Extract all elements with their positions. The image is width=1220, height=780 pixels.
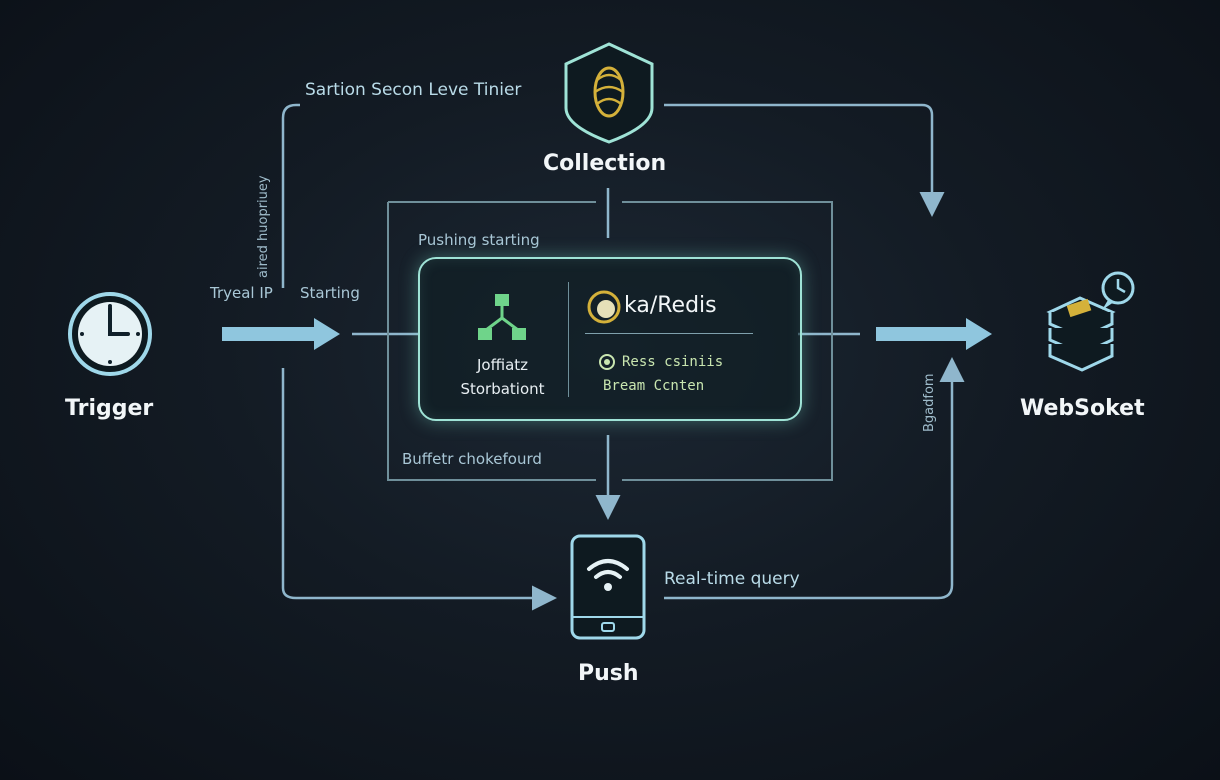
push-query-label: Real-time query xyxy=(664,569,800,589)
core-left-line1: Joffiatz xyxy=(476,356,529,374)
frame-left-label: Starting xyxy=(300,284,360,302)
vault-icon xyxy=(564,42,654,144)
server-stack-icon xyxy=(1046,271,1135,372)
trigger-title: Trigger xyxy=(65,396,154,421)
core-line1: Ress csiniis xyxy=(622,354,724,370)
core-left-line2: Storbationt xyxy=(460,380,545,398)
push-title: Push xyxy=(578,661,639,686)
phone-wifi-icon xyxy=(570,534,646,640)
kafka-logo-icon xyxy=(587,290,621,324)
core-divider xyxy=(568,282,569,397)
collection-top-label: Sartion Secon Leve Tinier xyxy=(305,80,522,100)
trigger-arrow xyxy=(222,318,340,350)
trigger-arrow-label: Tryeal IP xyxy=(210,284,273,302)
collection-title: Collection xyxy=(543,151,667,176)
kafka-redis-title: ka/Redis xyxy=(624,293,717,318)
stream-dot-icon xyxy=(599,354,615,370)
core-line2: Bream Ccnten xyxy=(603,378,705,394)
frame-top-label: Pushing starting xyxy=(418,231,540,249)
kafka-underline xyxy=(585,333,753,334)
frame-bottom-label: Buffetr chokefourd xyxy=(402,450,542,468)
websocket-arrow xyxy=(876,318,992,350)
websocket-title: WebSoket xyxy=(1020,396,1145,421)
trigger-vertical-label: aired huopriuey xyxy=(256,175,271,278)
websocket-vertical-label: Bgadfom xyxy=(922,373,937,432)
node-graph-icon xyxy=(478,294,526,340)
clock-icon xyxy=(68,292,152,376)
